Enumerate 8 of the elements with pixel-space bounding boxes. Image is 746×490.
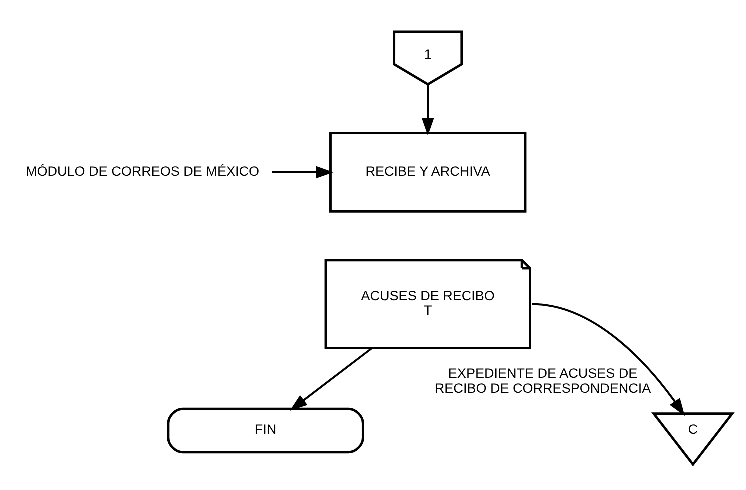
node-label: EXPEDIENTE DE ACUSES DE RECIBO DE CORRESPONDENCIA bbox=[434, 366, 652, 396]
arrow bbox=[532, 302, 686, 416]
arrow bbox=[272, 166, 334, 178]
node-box: FIN bbox=[167, 407, 364, 454]
arrow bbox=[422, 84, 434, 136]
node-box: RECIBE Y ARCHIVA bbox=[330, 132, 527, 212]
node-text: MÓDULO DE CORREOS DE MÉXICO bbox=[26, 163, 260, 178]
arrow bbox=[290, 347, 372, 410]
